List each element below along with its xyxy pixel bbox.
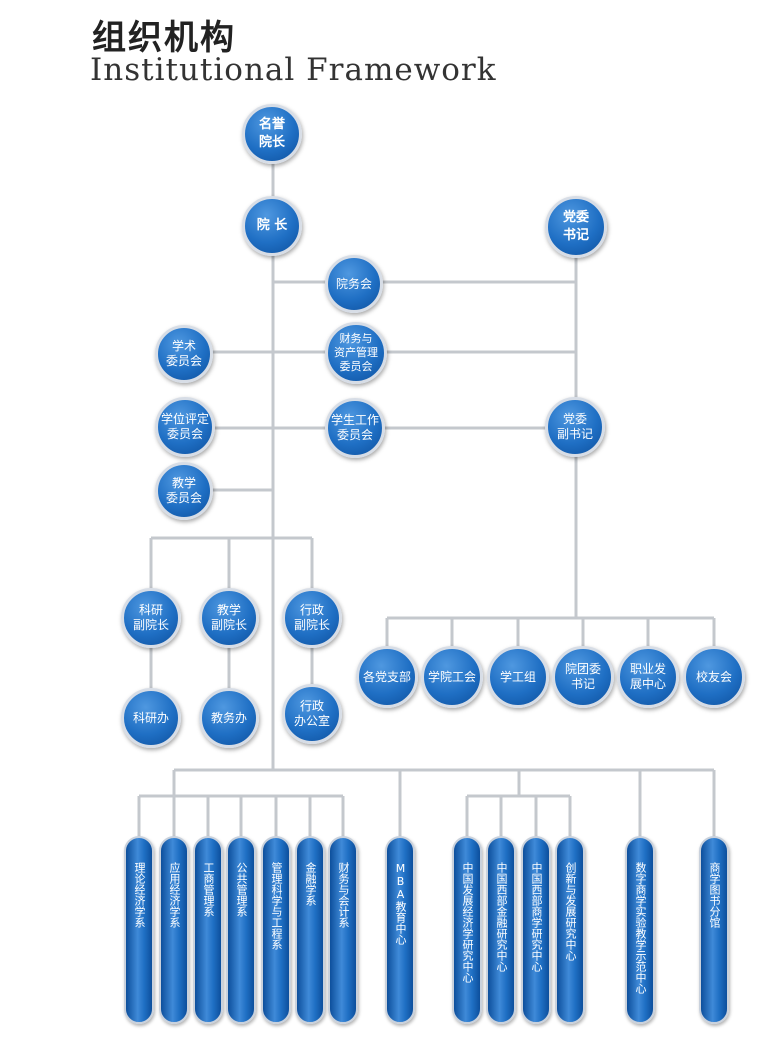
department-label: 金融学系 [304,862,317,906]
department-pill: 财务与会计系 [328,836,358,1024]
node-student-committee: 学生工作 委员会 [325,398,385,458]
department-label: 管理科学与工程系 [270,862,283,950]
department-pill: 创新与发展研究中心 [555,836,585,1024]
department-pill: 公共管理系 [226,836,256,1024]
node-teaching-office: 教务办 [199,688,259,748]
department-label: 财务与会计系 [337,862,350,928]
node-union: 学院工会 [421,646,483,708]
node-vp-research: 科研 副院长 [121,588,181,648]
department-pill: 商学图书分馆 [699,836,729,1024]
node-honorary-dean: 名誉 院长 [242,104,302,164]
department-label: 中国西部金融研究中心 [495,862,508,972]
node-party-secretary: 党委 书记 [545,196,607,258]
department-label: 商学图书分馆 [708,862,721,928]
node-research-office: 科研办 [121,688,181,748]
department-pill: 工商管理系 [193,836,223,1024]
node-dean: 院 长 [242,196,302,256]
department-label: 应用经济学系 [168,862,181,928]
node-admin-office: 行政 办公室 [282,684,342,744]
node-dean-affairs: 院务会 [325,255,383,313]
department-pill: 中国发展经济学研究中心 [452,836,482,1024]
department-label: 数字商学实验教学示范中心 [634,862,647,994]
node-vp-teaching: 教学 副院长 [199,588,259,648]
node-student-work-group: 学工组 [487,646,549,708]
node-vp-admin: 行政 副院长 [282,588,342,648]
department-pill: 中国西部金融研究中心 [486,836,516,1024]
department-label: 创新与发展研究中心 [564,862,577,961]
department-label: MBA教育中心 [394,862,407,945]
department-pill: MBA教育中心 [385,836,415,1024]
node-finance-committee: 财务与 资产管理 委员会 [325,322,387,384]
department-pill: 理论经济学系 [124,836,154,1024]
node-academic-committee: 学术 委员会 [155,325,213,383]
department-pill: 管理科学与工程系 [261,836,291,1024]
page-title-en: Institutional Framework [90,52,497,88]
department-pill: 应用经济学系 [159,836,189,1024]
node-deputy-party-secretary: 党委 副书记 [545,397,605,457]
node-youth-league: 院团委 书记 [552,646,614,708]
department-label: 中国发展经济学研究中心 [461,862,474,983]
department-label: 中国西部商学研究中心 [530,862,543,972]
department-label: 理论经济学系 [133,862,146,928]
department-label: 工商管理系 [202,862,215,917]
node-party-branches: 各党支部 [356,646,418,708]
node-degree-committee: 学位评定 委员会 [155,397,215,457]
node-career-center: 职业发 展中心 [617,646,679,708]
department-label: 公共管理系 [235,862,248,917]
node-teaching-committee: 教学 委员会 [155,462,213,520]
department-pill: 金融学系 [295,836,325,1024]
node-alumni: 校友会 [683,646,745,708]
department-pill: 数字商学实验教学示范中心 [625,836,655,1024]
department-pill: 中国西部商学研究中心 [521,836,551,1024]
page-title-cn: 组织机构 [92,18,236,58]
